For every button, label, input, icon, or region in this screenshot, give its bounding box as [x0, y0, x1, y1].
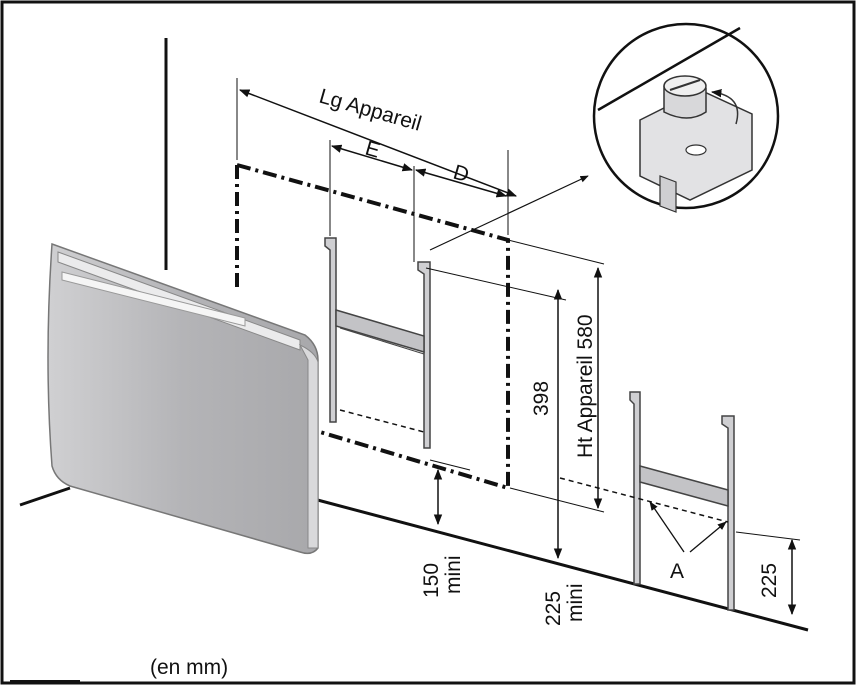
- hook-leader-left: [649, 501, 685, 553]
- detail-leader: [429, 175, 589, 251]
- dim-left-offset-line: [330, 144, 414, 172]
- dim-right-offset-line: [414, 168, 508, 198]
- floor-left-line: [19, 486, 71, 507]
- locking-screw-detail: [592, 22, 780, 213]
- label-unit-height: Ht Appareil 580: [574, 314, 597, 458]
- label-right-offset: D: [451, 161, 472, 187]
- wall-bracket-right: [629, 391, 735, 611]
- label-min-225-suffix: mini: [564, 583, 587, 622]
- label-overall-length: Lg Appareil: [317, 85, 424, 136]
- bracket-base-dashed-left: [339, 409, 425, 433]
- bracket-base-dashed-right: [559, 477, 729, 523]
- units-note: (en mm): [150, 656, 228, 679]
- label-bracket-height: 398: [530, 381, 553, 416]
- label-left-offset: E: [363, 137, 383, 163]
- floor-line: [309, 496, 809, 632]
- label-floor-height: 225: [758, 563, 781, 598]
- label-min-150-suffix: mini: [442, 555, 465, 594]
- appliance-outline: [236, 163, 510, 491]
- radiator-panel: [47, 242, 319, 555]
- label-min-225-value: 225: [542, 591, 565, 626]
- label-min-150-value: 150: [420, 563, 443, 598]
- wall-bracket-left: [324, 237, 431, 449]
- label-hook-marker: A: [670, 560, 684, 583]
- hook-leader-right: [689, 521, 727, 553]
